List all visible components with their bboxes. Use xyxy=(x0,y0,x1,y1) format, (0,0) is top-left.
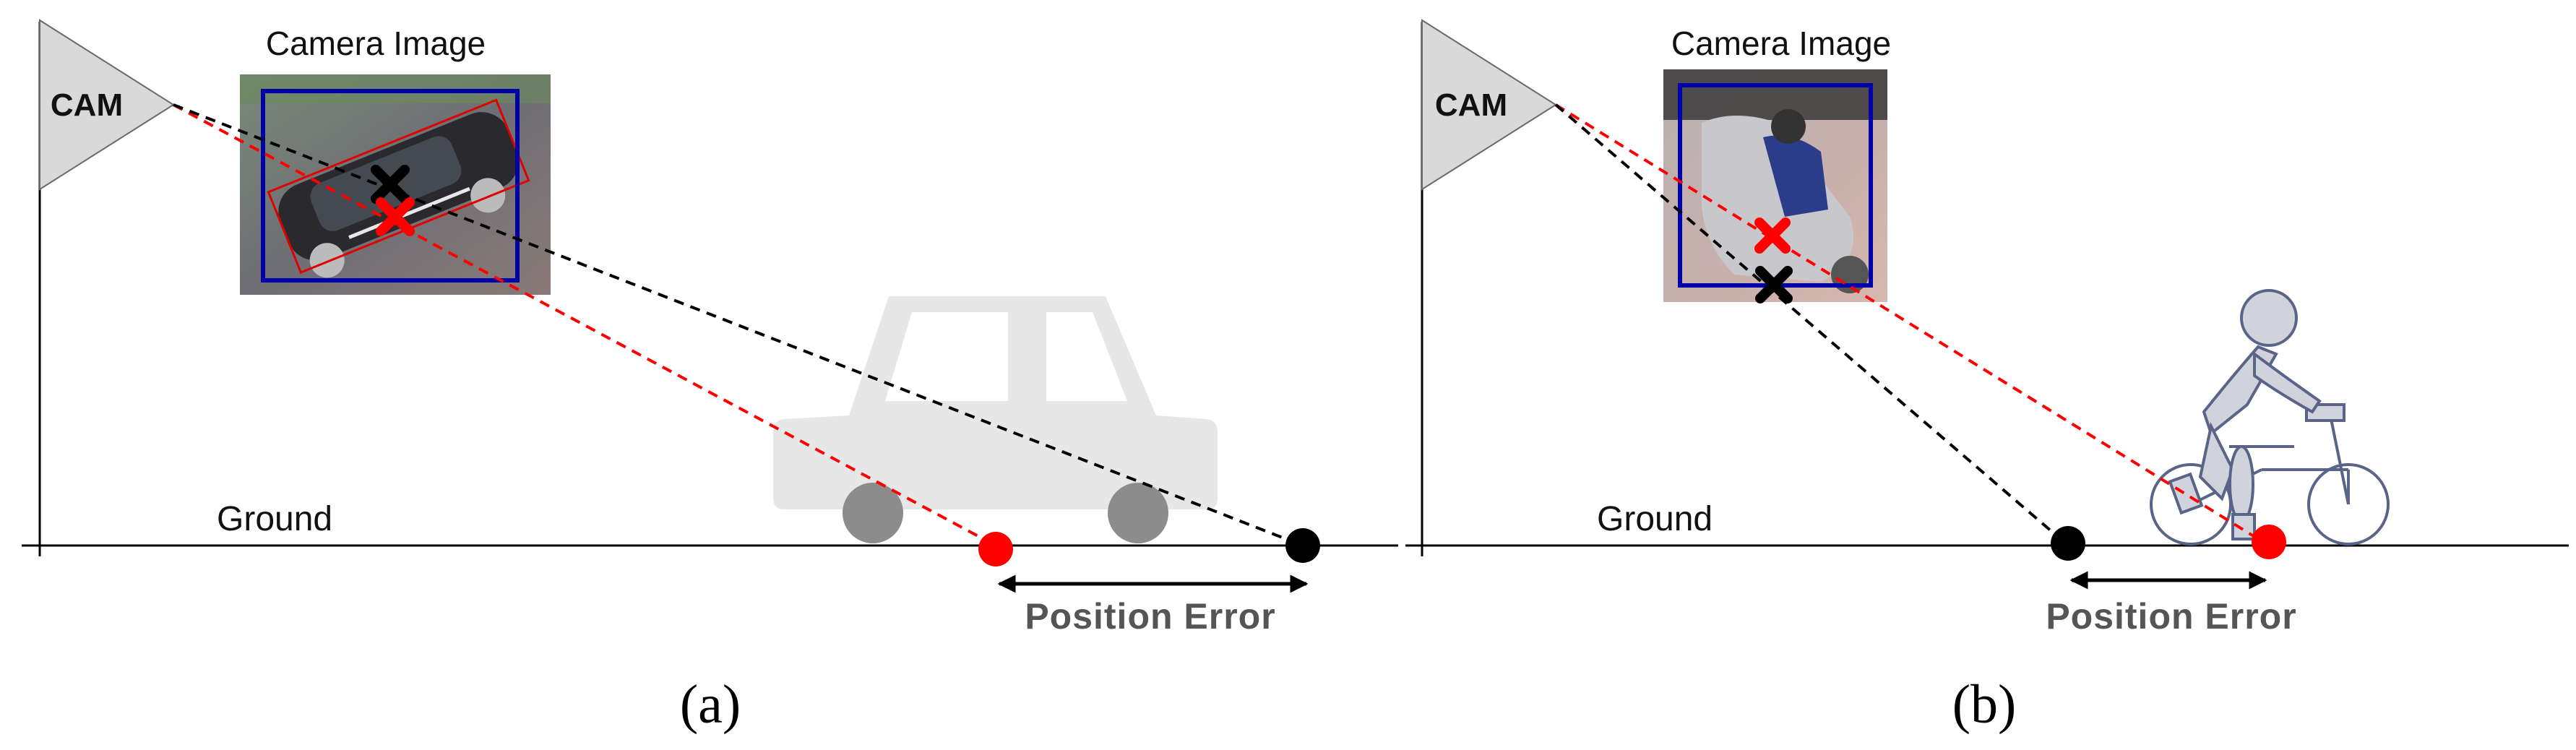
panel-b: CAM Camera Image Ground xyxy=(1405,19,2569,735)
panel-caption: (b) xyxy=(1952,674,2017,735)
true-position-dot xyxy=(2051,526,2085,561)
estimated-position-dot xyxy=(978,532,1013,566)
rotated-bounding-box xyxy=(267,98,530,275)
true-center-cross-icon xyxy=(1755,266,1793,303)
camera-image-label: Camera Image xyxy=(266,25,486,62)
true-ray xyxy=(1554,103,2069,547)
car-wheel-icon xyxy=(1108,483,1168,543)
true-position-dot xyxy=(1285,528,1320,563)
camera-label: CAM xyxy=(1435,87,1507,123)
true-center-cross-icon xyxy=(371,165,410,204)
position-error-label: Position Error xyxy=(2046,596,2296,637)
car-wheel-icon xyxy=(843,483,903,543)
panel-caption: (a) xyxy=(680,674,741,735)
camera-icon: CAM xyxy=(1421,19,1557,191)
cyclist-icon xyxy=(2150,289,2390,546)
position-error-label: Position Error xyxy=(1025,596,1275,637)
estimated-ray xyxy=(1554,103,2270,547)
true-ray xyxy=(173,103,1304,547)
estimated-ray xyxy=(173,103,996,547)
camera-label: CAM xyxy=(51,87,123,123)
bounding-box xyxy=(261,89,520,283)
panel-a: CAM Camera Image xyxy=(22,19,1398,735)
car-silhouette xyxy=(773,296,1218,543)
camera-icon: CAM xyxy=(39,19,175,191)
estimated-center-cross-icon xyxy=(1754,217,1791,254)
camera-image-label: Camera Image xyxy=(1671,25,1891,62)
ground-label: Ground xyxy=(1597,500,1713,538)
ground-label: Ground xyxy=(217,500,332,538)
camera-image-photo xyxy=(1663,69,1887,302)
estimated-center-cross-icon xyxy=(376,197,415,236)
estimated-position-dot xyxy=(2252,525,2286,559)
